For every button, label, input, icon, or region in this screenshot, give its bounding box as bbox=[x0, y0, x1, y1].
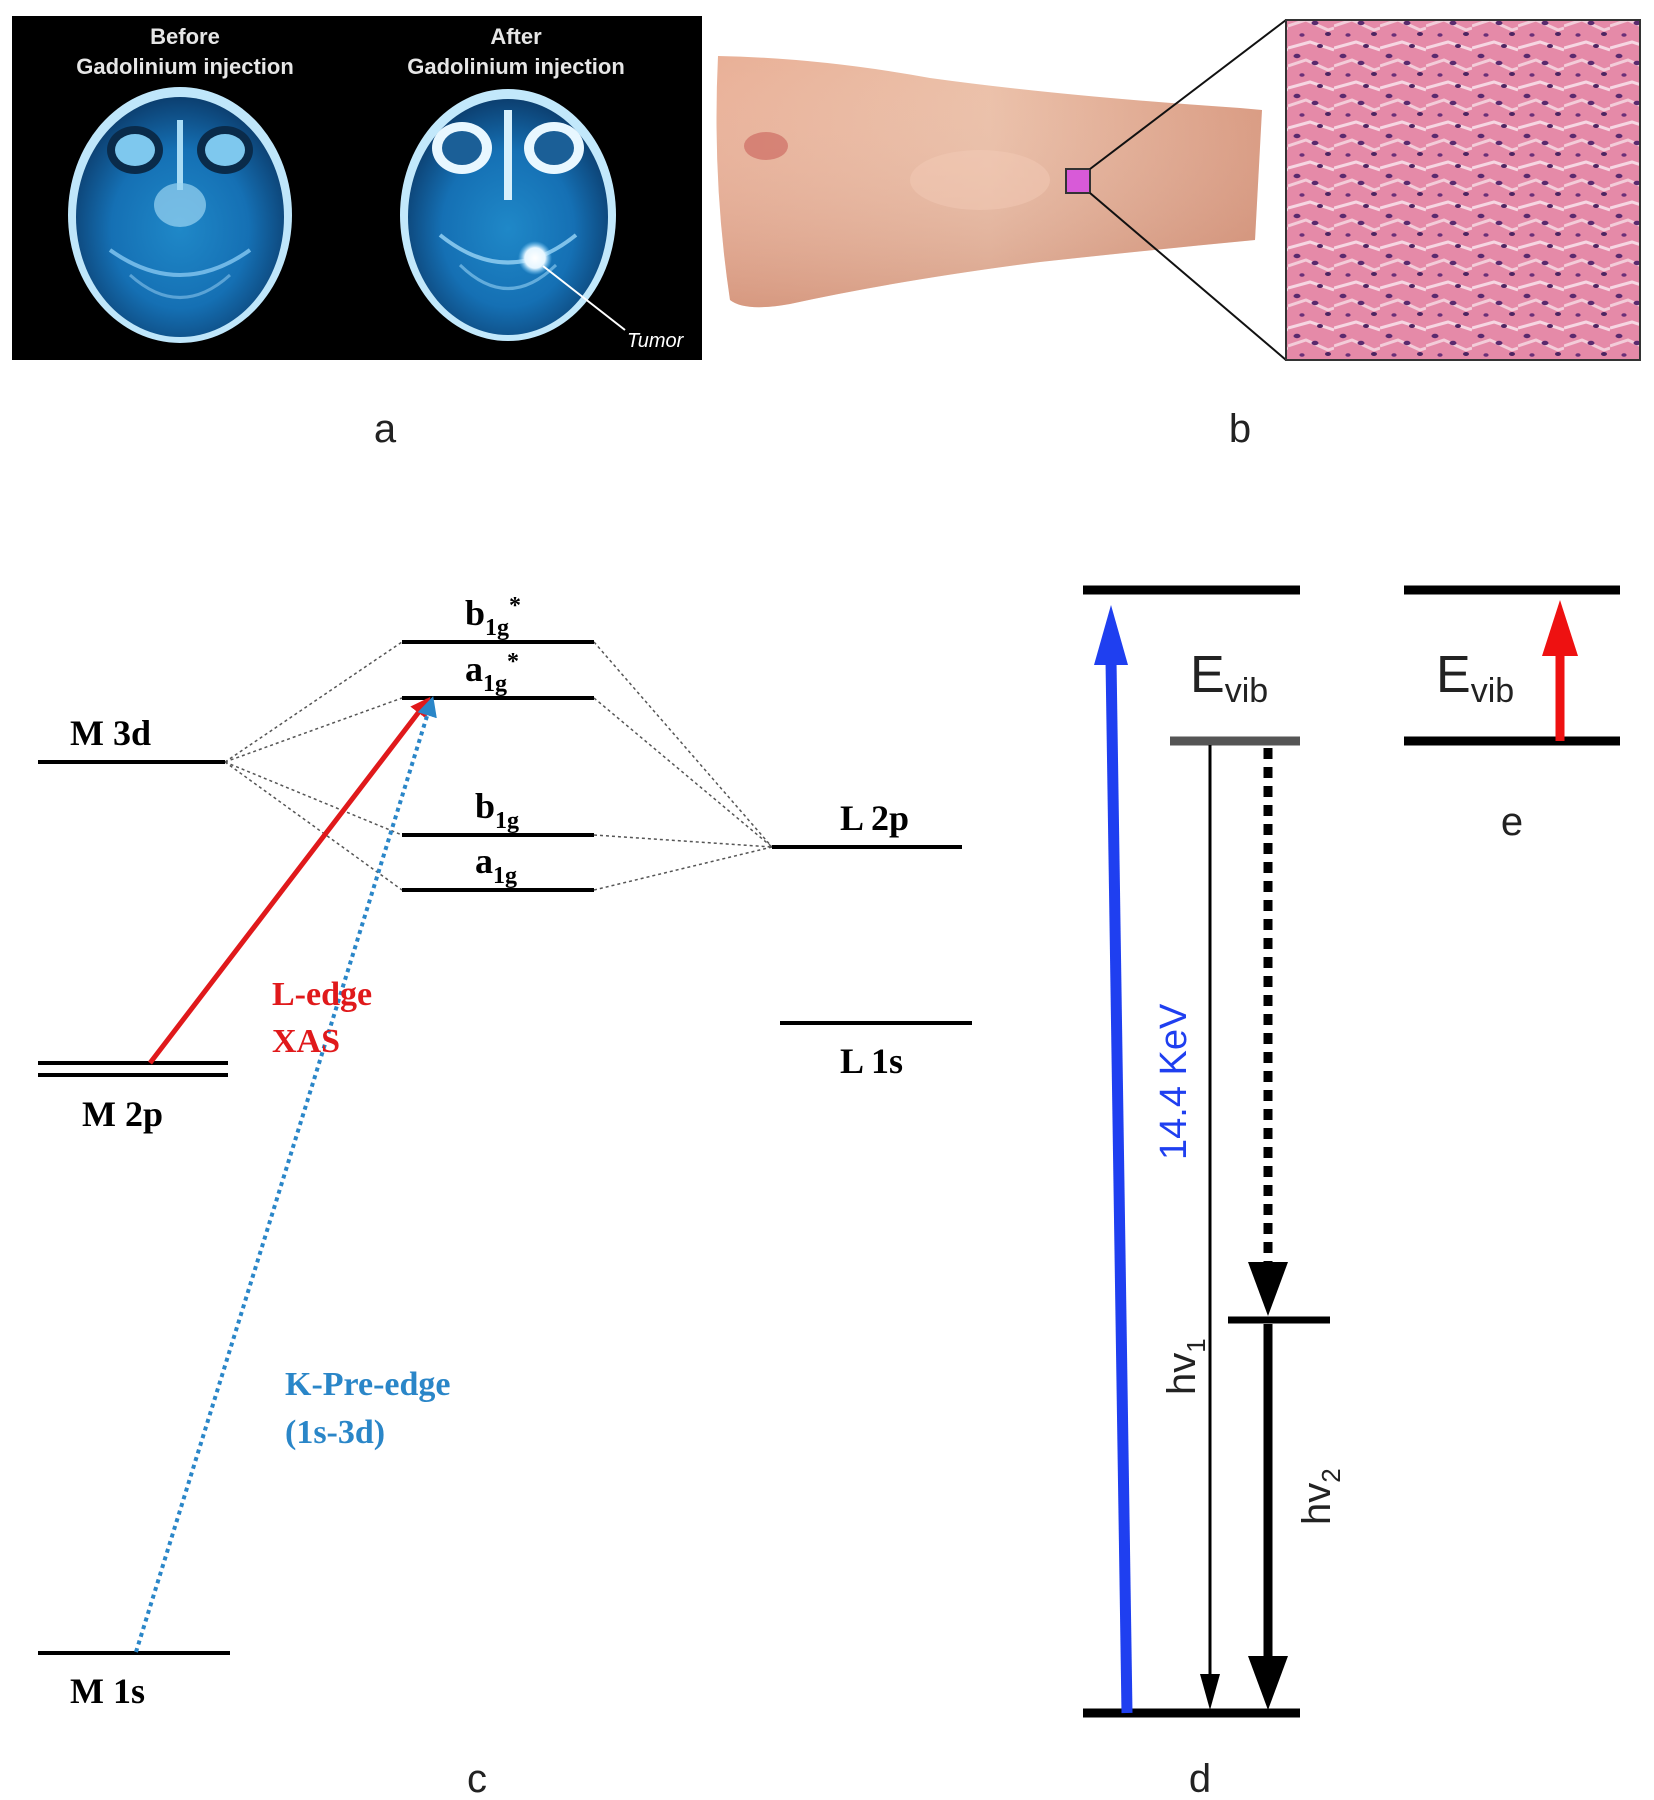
label-m3d: M 3d bbox=[70, 713, 151, 753]
hv1-label: hv1 bbox=[1160, 1338, 1211, 1395]
panel-e: Evib e bbox=[1404, 585, 1620, 844]
l-edge-label-line1: L-edge bbox=[272, 976, 372, 1013]
tumor-label: Tumor bbox=[627, 330, 685, 352]
l-edge-arrow bbox=[148, 696, 431, 1065]
energy-label: 14.4 KeV bbox=[1153, 1003, 1195, 1160]
label-b1g: b1g bbox=[475, 786, 519, 834]
after-heading-line2: Gadolinium injection bbox=[407, 54, 625, 79]
panel-label-b: b bbox=[1229, 407, 1251, 451]
l-edge-label-line2: XAS bbox=[272, 1023, 340, 1060]
panel-d: 14.4 KeV Evib hv1 hv2 d bbox=[1083, 585, 1346, 1800]
biopsy-site-marker bbox=[1065, 168, 1091, 194]
mri-scan-after bbox=[400, 89, 616, 341]
before-heading-line1: Before bbox=[150, 24, 220, 49]
panel-c: M 3d M 2p M 1s b1g* a1g* b1g a1g L 2p L … bbox=[38, 593, 972, 1800]
evib-label-d: Evib bbox=[1190, 646, 1268, 710]
label-l1s: L 1s bbox=[840, 1041, 903, 1081]
gamma-absorption-arrow-shaft bbox=[1105, 659, 1133, 1714]
label-m1s: M 1s bbox=[70, 1671, 145, 1711]
vib-excitation-arrowhead bbox=[1542, 600, 1578, 656]
zoom-line-bottom bbox=[1089, 192, 1287, 361]
mri-scan-before bbox=[68, 87, 292, 343]
panel-a: Before Gadolinium injection After Gadoli… bbox=[12, 16, 702, 451]
label-a1g-star: a1g* bbox=[465, 649, 519, 697]
before-heading-line2: Gadolinium injection bbox=[76, 54, 294, 79]
panel-b: b bbox=[716, 19, 1641, 451]
gamma-absorption-arrowhead bbox=[1094, 605, 1128, 665]
label-l2p: L 2p bbox=[840, 798, 909, 838]
hv2-label: hv2 bbox=[1295, 1468, 1346, 1525]
k-pre-edge-label-line1: K-Pre-edge bbox=[285, 1366, 451, 1403]
label-b1g-star: b1g* bbox=[465, 593, 521, 641]
k-pre-edge-arrow bbox=[134, 696, 437, 1653]
panel-label-c: c bbox=[467, 1757, 487, 1800]
vibrational-relaxation-arrowhead bbox=[1248, 1262, 1288, 1316]
panel-label-a: a bbox=[374, 407, 397, 451]
label-a1g: a1g bbox=[475, 841, 517, 889]
hv1-arrowhead bbox=[1200, 1674, 1220, 1710]
after-heading-line1: After bbox=[490, 24, 542, 49]
mo-correlation-lines bbox=[224, 641, 773, 891]
label-m2p: M 2p bbox=[82, 1094, 163, 1134]
zoom-line-top bbox=[1089, 19, 1287, 170]
panel-label-d: d bbox=[1189, 1757, 1211, 1800]
panel-label-e: e bbox=[1501, 800, 1523, 844]
histology-inset bbox=[1285, 19, 1641, 361]
tumor-pointer bbox=[542, 265, 626, 331]
evib-label-e: Evib bbox=[1436, 646, 1514, 710]
k-pre-edge-label-line2: (1s-3d) bbox=[285, 1414, 385, 1451]
hv2-arrowhead bbox=[1248, 1656, 1288, 1710]
